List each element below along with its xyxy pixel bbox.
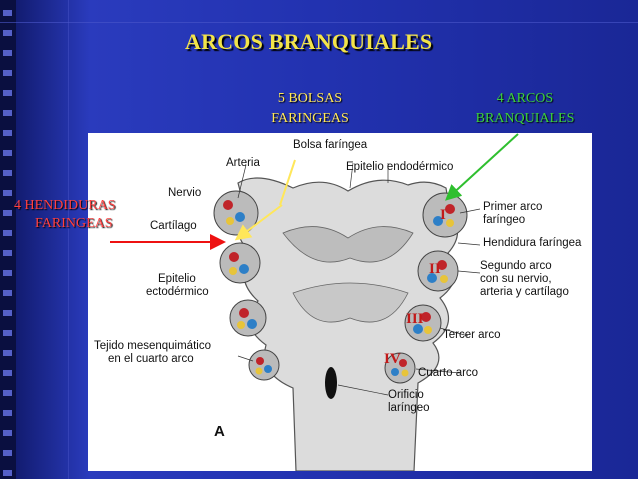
pharyngeal-diagram	[213, 162, 481, 472]
label-arteria: Arteria	[226, 157, 260, 169]
embryo-figure: Arteria Bolsa faríngea Epitelio endodérm…	[88, 133, 592, 472]
label-tejido-2: en el cuarto arco	[108, 353, 194, 365]
left-decor-bar	[0, 0, 16, 479]
label-epitelio-ecto-1: Epitelio	[158, 273, 196, 285]
label-orificio-2: laríngeo	[388, 402, 430, 414]
label-hendiduras-line1: 4 HENDIDURAS	[14, 198, 116, 213]
decor-vertical-line	[68, 0, 69, 479]
label-cartilago: Cartílago	[150, 220, 197, 232]
label-hendidura: Hendidura faríngea	[483, 237, 582, 249]
label-bolsa-faringea: Bolsa faríngea	[293, 139, 368, 151]
label-segundo-arco-3: arteria y cartílago	[480, 286, 569, 298]
label-orificio-1: Orificio	[388, 389, 424, 401]
label-hendiduras-line2: FARINGEAS	[35, 216, 113, 231]
label-primer-arco-2: faríngeo	[483, 214, 526, 226]
label-primer-arco-1: Primer arco	[483, 201, 543, 213]
panel-letter: A	[214, 423, 225, 440]
label-cuarto-arco: Cuarto arco	[418, 367, 479, 379]
label-bolsas-line1: 5 BOLSAS	[277, 91, 343, 106]
label-nervio: Nervio	[168, 187, 202, 199]
label-arcos-line2: BRANQUIALES	[475, 111, 575, 126]
label-tejido-1: Tejido mesenquimático	[94, 340, 211, 352]
label-arcos-line1: 4 ARCOS	[496, 91, 554, 106]
decor-horizontal-line	[0, 22, 638, 23]
label-segundo-arco-2: con su nervio,	[480, 273, 552, 285]
label-tercer-arco: Tercer arco	[443, 329, 501, 341]
roman-ii: II	[429, 261, 441, 277]
roman-iv: IV	[384, 351, 401, 367]
roman-i: I	[440, 207, 446, 223]
slide-title: ARCOS BRANQUIALES	[185, 29, 433, 54]
label-segundo-arco-1: Segundo arco	[480, 260, 552, 272]
label-epitelio-ecto-2: ectodérmico	[146, 286, 209, 298]
roman-iii: III	[406, 311, 424, 327]
label-bolsas-line2: FARINGEAS	[271, 111, 349, 126]
label-epitelio-endodermico: Epitelio endodérmico	[346, 161, 454, 173]
